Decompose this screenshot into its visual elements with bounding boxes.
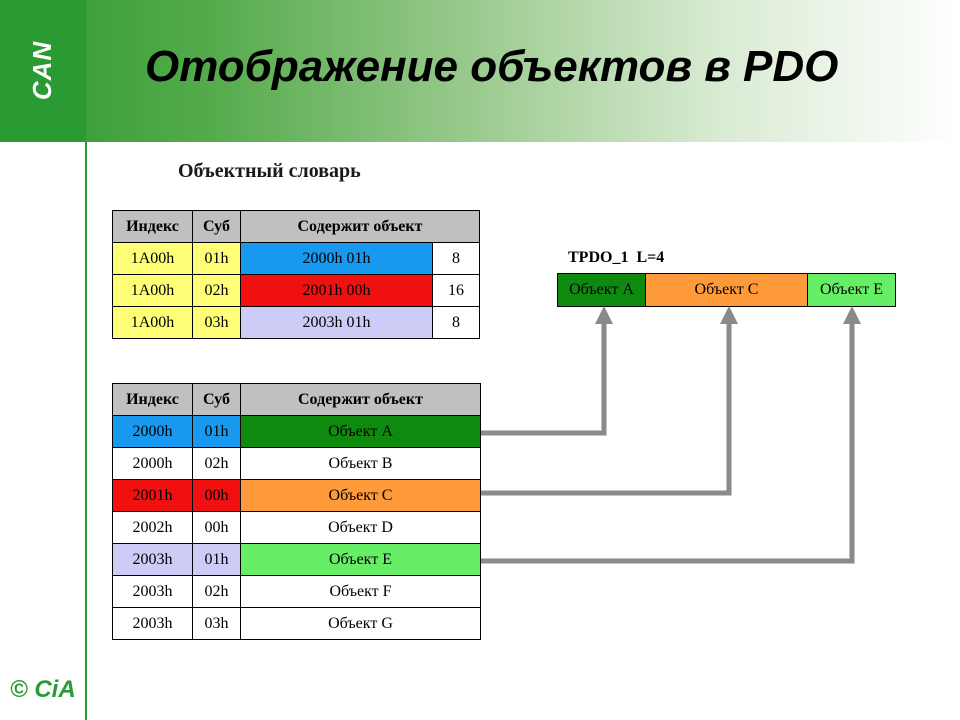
table-row: 2003h 01h Объект E	[112, 543, 481, 576]
table-row: 2003h 03h Объект G	[112, 607, 481, 640]
table-row: 2002h 00h Объект D	[112, 511, 481, 544]
sub-cell: 02h	[192, 575, 241, 608]
side-bar	[0, 0, 86, 142]
arrow-head-c	[720, 306, 738, 324]
table-row: 2001h 00h Объект C	[112, 479, 481, 512]
length-cell: 8	[432, 306, 480, 339]
tpdo-frame: Объект A Объект C Объект E	[557, 273, 896, 307]
tpdo-segment-c: Объект C	[646, 274, 808, 306]
arrow-heads	[595, 306, 861, 324]
object-cell: 2001h 00h	[240, 274, 433, 307]
index-cell: 2000h	[112, 447, 193, 480]
sub-cell: 01h	[192, 543, 241, 576]
length-cell: 8	[432, 242, 480, 275]
object-cell: Объект D	[240, 511, 481, 544]
header-sub: Суб	[192, 210, 241, 243]
table-row: 2000h 02h Объект B	[112, 447, 481, 480]
index-cell: 2003h	[112, 607, 193, 640]
tpdo-segment-e: Объект E	[808, 274, 895, 306]
object-table-header: Индекс Суб Содержит объект	[112, 383, 481, 416]
mapping-table: Индекс Суб Содержит объект 1A00h 01h 200…	[112, 210, 480, 339]
index-cell: 2003h	[112, 575, 193, 608]
object-cell: Объект C	[240, 479, 481, 512]
object-cell: 2000h 01h	[240, 242, 433, 275]
header-band	[0, 0, 960, 142]
sub-cell: 02h	[192, 447, 241, 480]
page-title: Отображение объектов в PDO	[145, 42, 839, 91]
header-object: Содержит объект	[240, 383, 481, 416]
object-cell: 2003h 01h	[240, 306, 433, 339]
index-cell: 2000h	[112, 415, 193, 448]
cia-logo: © CiA	[10, 676, 76, 703]
arrow-object-c	[481, 322, 732, 496]
dictionary-title: Объектный словарь	[178, 160, 361, 182]
sub-cell: 03h	[192, 607, 241, 640]
sub-cell: 03h	[192, 306, 241, 339]
index-cell: 2001h	[112, 479, 193, 512]
arrow-head-e	[843, 306, 861, 324]
table-row: 1A00h 02h 2001h 00h 16	[112, 274, 480, 307]
header-object: Содержит объект	[240, 210, 480, 243]
table-row: 1A00h 03h 2003h 01h 8	[112, 306, 480, 339]
table-row: 2000h 01h Объект A	[112, 415, 481, 448]
header-index: Индекс	[112, 210, 193, 243]
sub-cell: 00h	[192, 511, 241, 544]
index-cell: 1A00h	[112, 274, 193, 307]
sub-cell: 02h	[192, 274, 241, 307]
arrow-head-a	[595, 306, 613, 324]
index-cell: 1A00h	[112, 242, 193, 275]
tpdo-segment-a: Объект A	[558, 274, 646, 306]
object-table: Индекс Суб Содержит объект 2000h 01h Объ…	[112, 383, 481, 640]
side-divider	[85, 142, 87, 720]
mapping-table-header: Индекс Суб Содержит объект	[112, 210, 480, 243]
object-cell: Объект E	[240, 543, 481, 576]
object-cell: Объект A	[240, 415, 481, 448]
table-row: 1A00h 01h 2000h 01h 8	[112, 242, 480, 275]
tpdo-label: TPDO_1 L=4	[568, 249, 665, 266]
arrow-lines	[481, 322, 855, 564]
arrow-object-a	[481, 322, 607, 436]
index-cell: 1A00h	[112, 306, 193, 339]
sub-cell: 00h	[192, 479, 241, 512]
arrow-object-e	[481, 322, 855, 564]
object-cell: Объект B	[240, 447, 481, 480]
object-cell: Объект G	[240, 607, 481, 640]
